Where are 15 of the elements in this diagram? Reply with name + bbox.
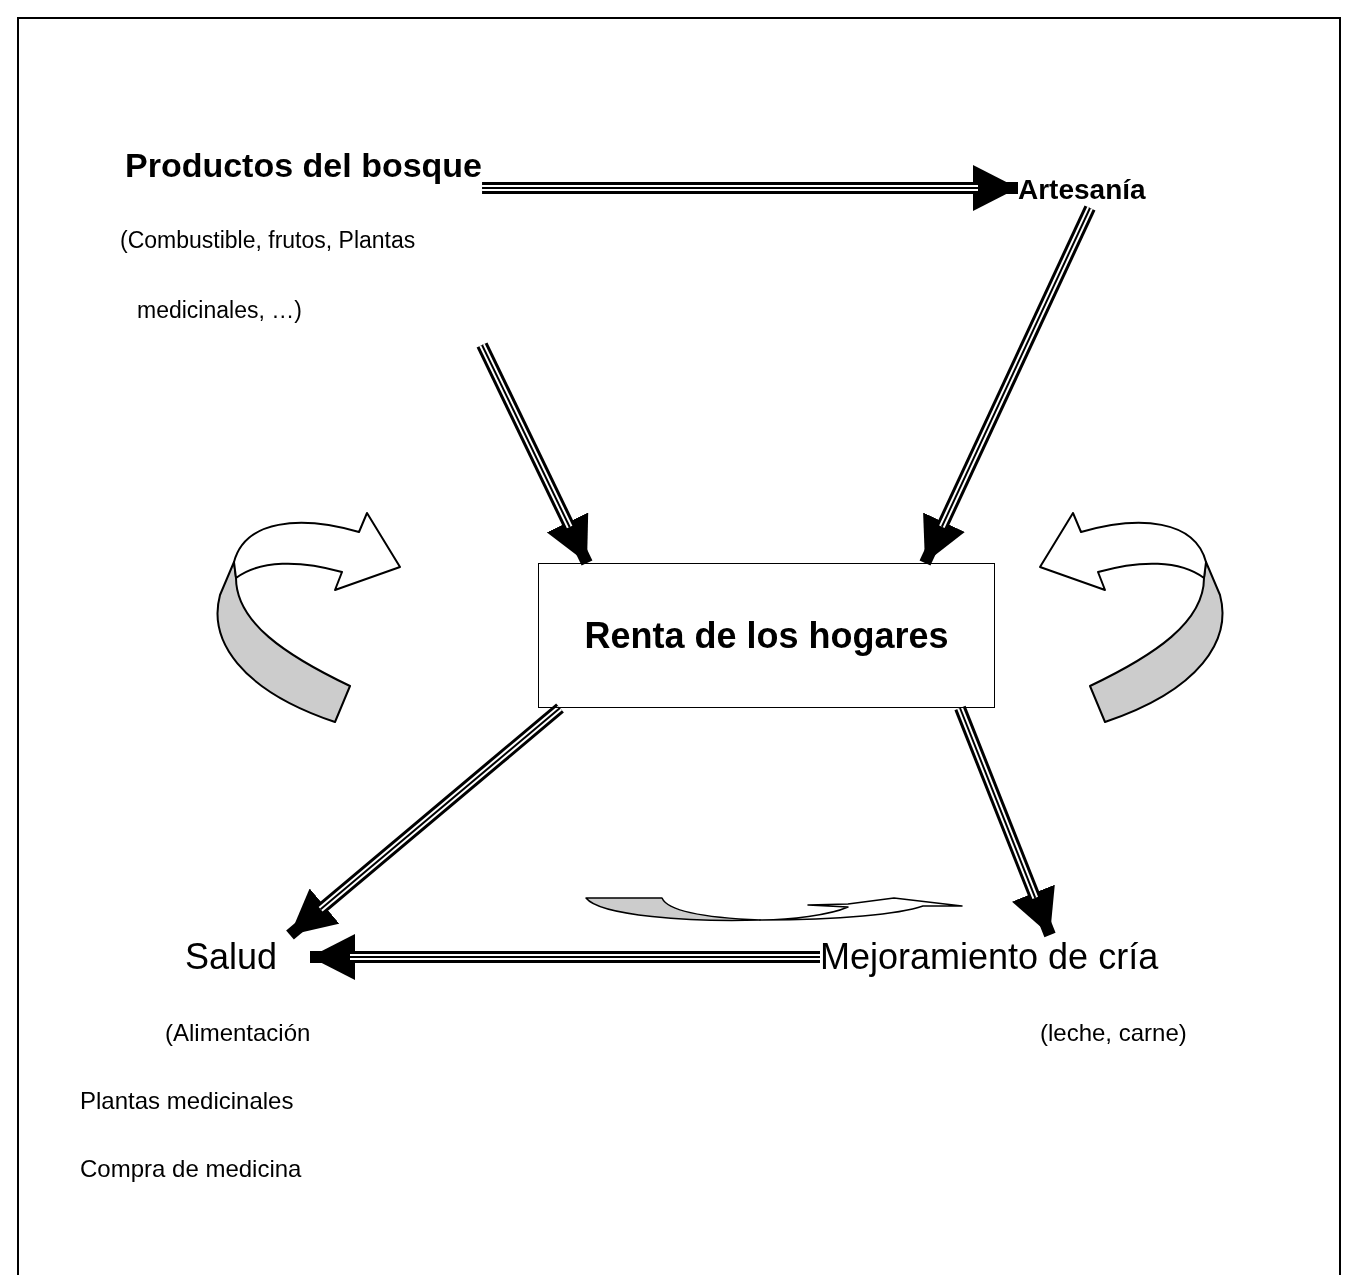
node-title: Productos del bosque xyxy=(125,145,483,185)
arrow xyxy=(310,934,821,980)
node-title: Artesanía xyxy=(1018,173,1146,207)
node-title: Mejoramiento de cría xyxy=(820,935,1159,979)
arrow xyxy=(481,165,1018,211)
node-description: (Combustible, frutos, Plantas medicinales, …) xyxy=(120,226,417,325)
arrow xyxy=(919,205,1096,566)
node-description: (Alimentación Plantas medicinales Compra de medicina xyxy=(80,1018,312,1184)
node-title: Renta de los hogares xyxy=(584,613,949,658)
process-box xyxy=(538,563,995,708)
node-title: Salud xyxy=(185,935,278,979)
arrow xyxy=(954,705,1056,938)
arrow xyxy=(476,342,593,566)
node-description: (leche, carne) xyxy=(1040,1018,1187,1048)
arrow xyxy=(286,703,564,940)
